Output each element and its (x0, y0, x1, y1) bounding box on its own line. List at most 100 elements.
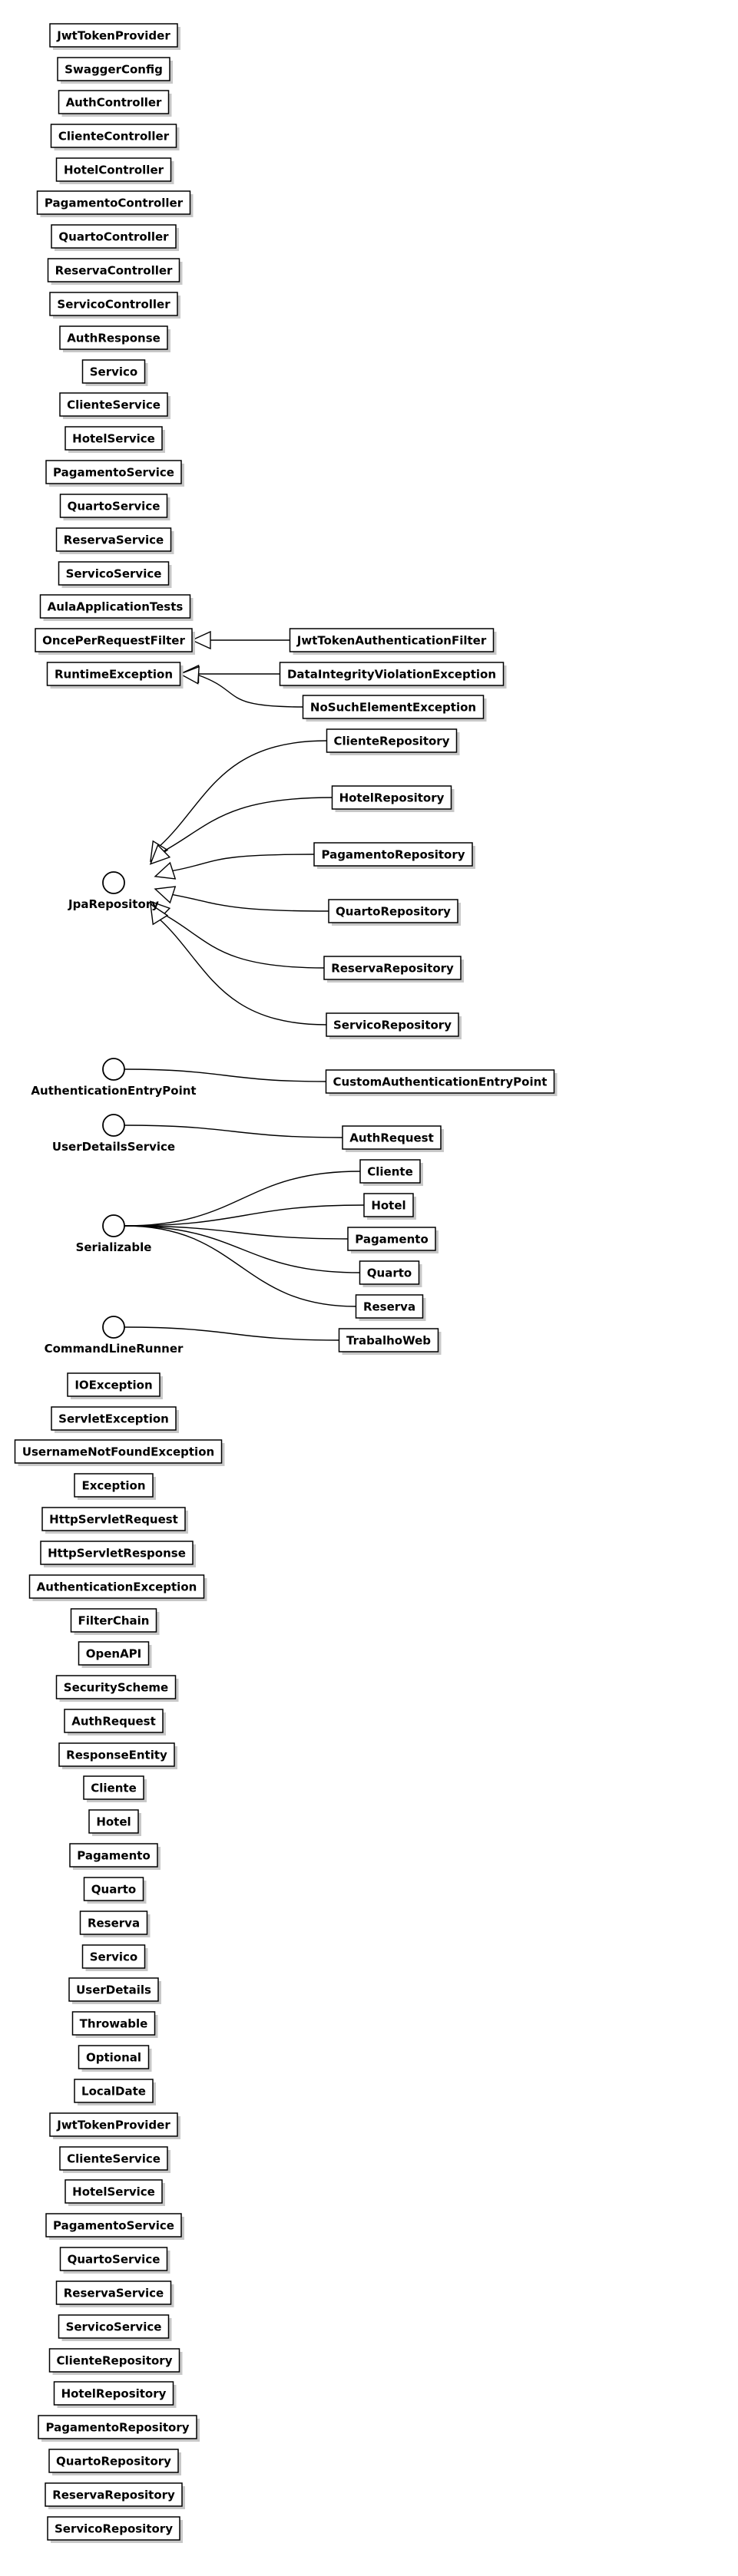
class-label: JwtTokenProvider (56, 29, 170, 43)
class-box (65, 426, 163, 451)
realization-edge (124, 1225, 356, 1307)
class-http-servlet-request: HttpServletRequest (41, 1507, 188, 1534)
class-box (59, 2247, 168, 2271)
class-http-servlet-response: HttpServletResponse (40, 1541, 196, 1567)
class-label: AuthResponse (67, 332, 161, 345)
class-auth-response: AuthResponse (59, 325, 170, 352)
inheritance-edge (163, 913, 325, 969)
class-pagamento-repository: PagamentoRepository (313, 842, 475, 869)
interface-label: CommandLineRunner (45, 1342, 184, 1356)
class-box (363, 1193, 414, 1217)
class-authentication-exception: AuthenticationException (28, 1574, 207, 1601)
class-label: QuartoRepository (336, 905, 451, 919)
class-label: ReservaService (64, 2287, 164, 2300)
class-quarto-service: QuartoService (59, 494, 170, 520)
interface-authentication-entry-point: AuthenticationEntryPoint (31, 1058, 197, 1098)
class-hotel: Hotel (363, 1193, 416, 1220)
class-label: AulaApplicationTests (48, 600, 184, 614)
class-filter-chain: FilterChain (70, 1608, 160, 1635)
class-box (88, 1809, 139, 1834)
class-box (74, 2079, 154, 2103)
class-label: HotelService (72, 2185, 155, 2199)
class-box (289, 628, 495, 652)
class-hotel-repository: HotelRepository (53, 2381, 177, 2408)
class-box (59, 494, 168, 518)
class-cliente-controller: ClienteController (50, 124, 180, 150)
class-label: ClienteRepository (334, 735, 450, 748)
class-box (338, 1328, 439, 1352)
class-box (49, 23, 178, 48)
class-response-entity: ResponseEntity (58, 1742, 177, 1769)
class-label: Exception (81, 1479, 145, 1493)
interface-label: AuthenticationEntryPoint (31, 1084, 196, 1098)
class-reserva-service: ReservaService (55, 527, 174, 554)
class-pagamento: Pagamento (69, 1843, 161, 1870)
class-label: Reserva (363, 1300, 415, 1314)
class-cliente-service: ClienteService (59, 2146, 170, 2173)
class-box (47, 2516, 180, 2541)
class-auth-controller: AuthController (58, 90, 172, 117)
class-label: Servico (90, 1950, 138, 1964)
class-label: FilterChain (78, 1614, 150, 1628)
class-custom-authentication-entry-point: CustomAuthenticationEntryPoint (325, 1069, 558, 1096)
class-label: HotelController (64, 163, 164, 177)
class-box (55, 157, 172, 182)
class-box (35, 628, 193, 652)
class-box (58, 2314, 170, 2339)
class-box (81, 1944, 146, 1969)
class-label: Throwable (80, 2017, 148, 2031)
class-reserva-repository: ReservaRepository (45, 2482, 185, 2509)
class-label: ResponseEntity (66, 1749, 167, 1762)
interface-jpa-repository: JpaRepository (68, 871, 159, 911)
class-box (51, 1406, 177, 1431)
class-box (78, 1641, 150, 1666)
class-box (83, 1877, 144, 1901)
class-box (51, 224, 177, 249)
realization-edge (124, 1225, 349, 1240)
class-optional: Optional (78, 2045, 152, 2072)
class-box (28, 1574, 205, 1599)
nodes-layer: JwtTokenProviderSwaggerConfigAuthControl… (14, 23, 558, 2543)
realization-edge (124, 1204, 365, 1227)
class-username-not-found-exception: UsernameNotFoundException (14, 1439, 225, 1466)
class-label: Pagamento (355, 1233, 429, 1247)
class-box (49, 2112, 178, 2137)
class-once-per-request-filter: OncePerRequestFilter (35, 628, 195, 655)
class-pagamento-controller: PagamentoController (36, 190, 194, 217)
class-label: PagamentoService (53, 466, 174, 480)
interface-user-details-service: UserDetailsService (52, 1114, 175, 1154)
class-quarto: Quarto (359, 1260, 422, 1287)
class-servico-service: ServicoService (58, 561, 172, 588)
realization-edge (124, 1225, 360, 1273)
class-box (45, 2482, 183, 2507)
interface-label: UserDetailsService (52, 1140, 175, 1154)
class-box (67, 1372, 161, 1397)
class-io-exception: IOException (67, 1372, 163, 1399)
class-label: ReservaRepository (331, 962, 454, 976)
class-cliente-service: ClienteService (59, 392, 170, 419)
class-reserva: Reserva (79, 1911, 151, 1937)
class-hotel-controller: HotelController (55, 157, 174, 184)
class-label: AuthController (66, 96, 162, 110)
class-data-integrity-violation-exception: DataIntegrityViolationException (279, 662, 507, 689)
realization-edge (124, 1068, 326, 1082)
class-label: IOException (74, 1379, 152, 1392)
class-box (48, 2449, 179, 2473)
class-label: ClienteController (58, 130, 170, 144)
class-box (58, 561, 170, 586)
class-label: ReservaService (64, 533, 164, 547)
class-servico-repository: ServicoRepository (326, 1012, 462, 1039)
class-box (279, 662, 505, 686)
class-box (355, 1294, 424, 1319)
class-label: Hotel (371, 1199, 405, 1213)
interface-circle-icon (102, 1316, 125, 1339)
class-box (326, 1012, 459, 1037)
class-servico: Servico (81, 359, 148, 386)
class-label: ClienteRepository (57, 2354, 173, 2368)
class-pagamento-service: PagamentoService (45, 460, 184, 487)
class-box (79, 1911, 148, 1935)
class-hotel-service: HotelService (65, 426, 165, 453)
class-label: Quarto (91, 1883, 136, 1897)
class-box (65, 2179, 163, 2204)
